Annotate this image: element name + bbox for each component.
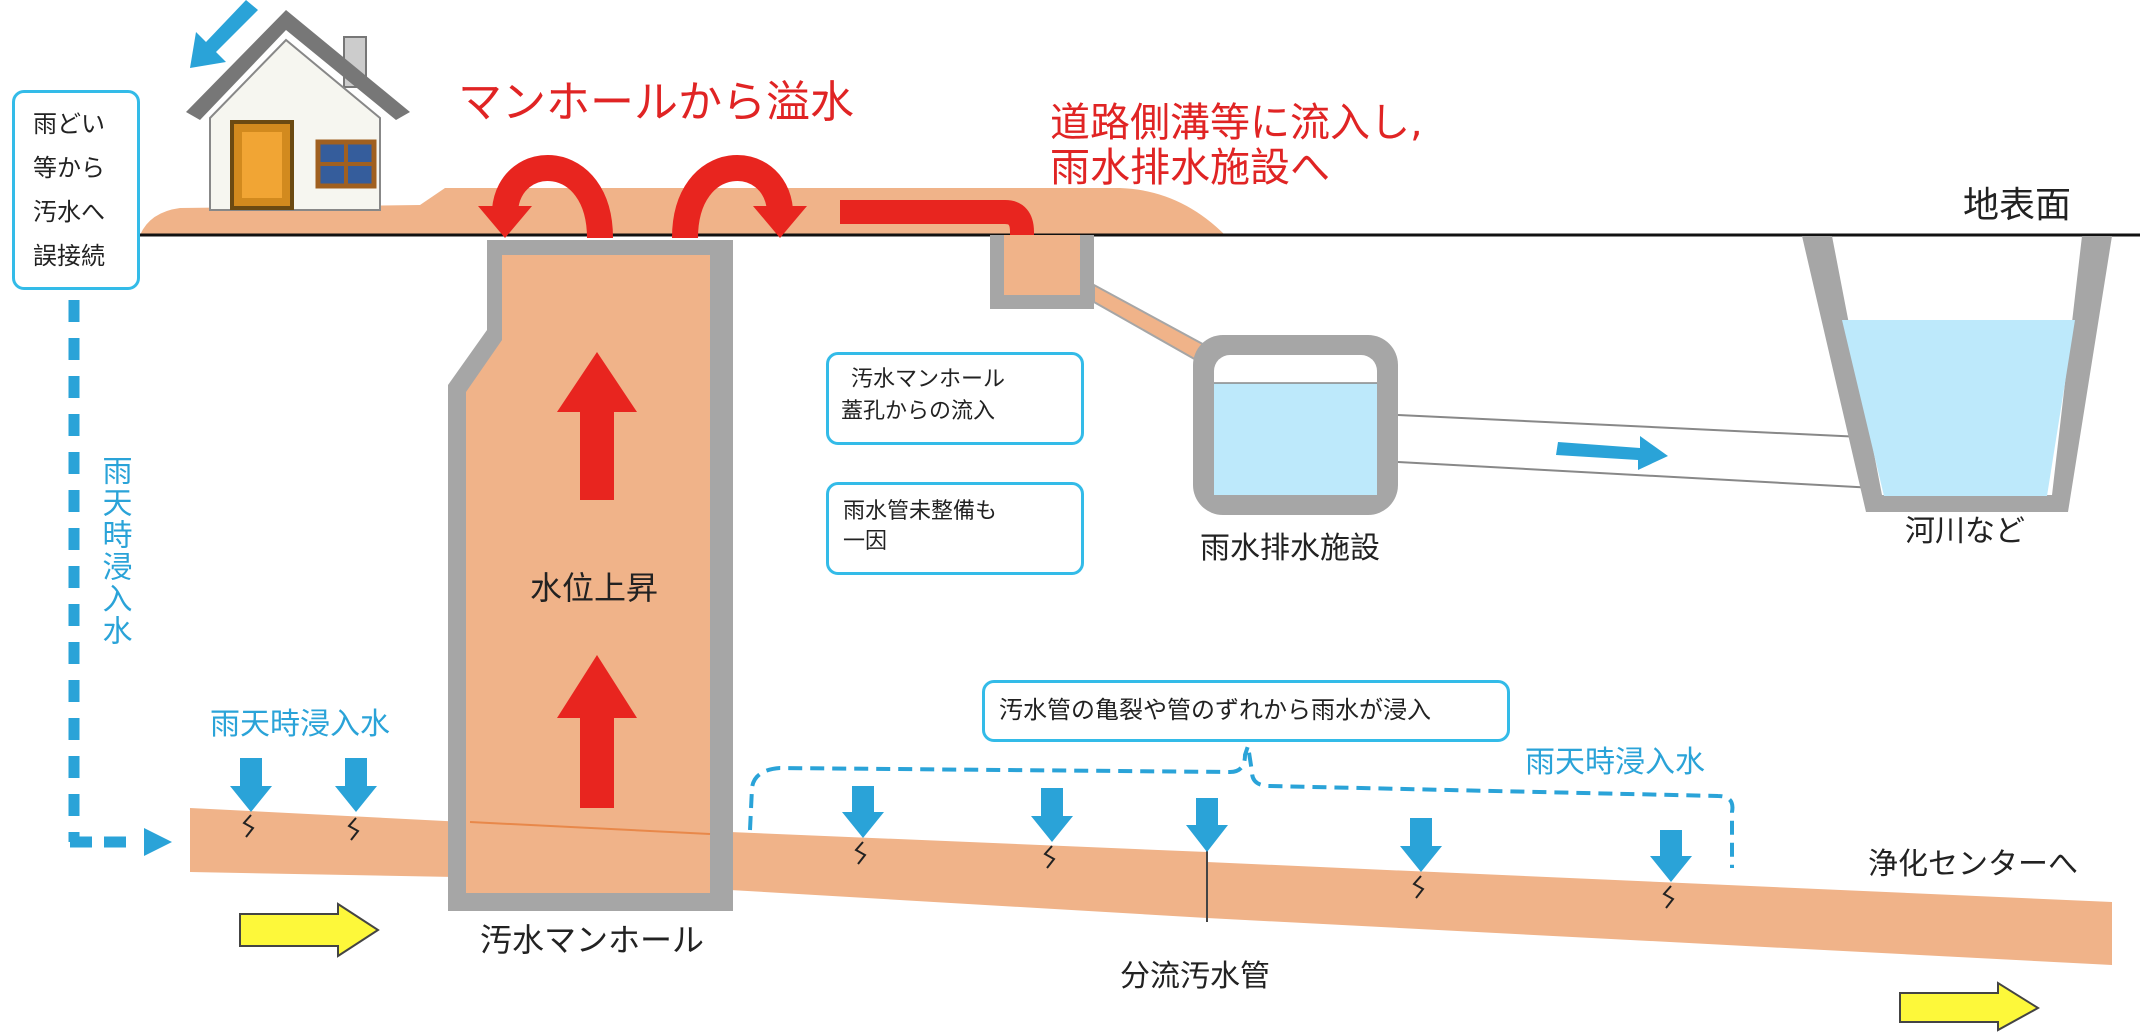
infiltration-arrow-icon — [335, 758, 377, 812]
separate-sewer-label: 分流汚水管 — [1120, 959, 1270, 994]
to-treatment-center-label: 浄化センターへ — [1868, 847, 2078, 882]
infiltration-arrow-icon — [1650, 830, 1692, 882]
infiltration-arrow-icon — [1186, 798, 1228, 852]
ditch-pipe — [1093, 283, 1212, 367]
up-arrow-icon — [557, 655, 637, 808]
river-channel — [1802, 236, 2112, 512]
lid-inflow-line1: 汚水マンホール — [851, 367, 1006, 392]
downspout-callout: 雨どい 等から 汚水へ 誤接続 — [12, 90, 140, 290]
discharge-flow-arrow-icon — [1556, 436, 1668, 470]
storm-pipe-line1: 雨水管未整備も — [843, 499, 998, 524]
up-arrow-icon — [557, 352, 637, 500]
flow-arrow-icon — [239, 902, 380, 958]
infiltration-arrows — [230, 758, 1692, 882]
discharge-pipe-top — [1397, 414, 1863, 438]
storm-pipe-line2: 一因 — [843, 529, 888, 554]
infiltration-arrow-icon — [230, 758, 272, 812]
road-inflow-arrow-icon — [840, 200, 1034, 246]
infiltration-arrow-icon — [1400, 818, 1442, 872]
crack-bracket — [748, 745, 1735, 868]
road-ditch-label-line2: 雨水排水施設へ — [1050, 145, 1330, 191]
flow-arrow-icon — [1899, 981, 2040, 1032]
overflow-arrowhead — [753, 206, 807, 238]
ground-surface-label: 地表面 — [1963, 185, 2072, 226]
river-label: 河川など — [1905, 514, 2025, 549]
storm-pipe-callout: 雨水管未整備も 一因 — [826, 482, 1084, 575]
overflow-arrow-icon — [492, 155, 613, 239]
stormwater-facility-label: 雨水排水施設 — [1200, 531, 1380, 566]
road-ditch-label-line1: 道路側溝等に流入し, — [1050, 100, 1423, 146]
house-icon — [186, 10, 410, 211]
pipe-cracks — [242, 814, 1675, 909]
sewer-pipe-middle — [730, 832, 1207, 918]
infiltration-arrow-icon — [1031, 788, 1073, 842]
sewer-pipe-right — [1207, 862, 2112, 965]
crack-callout-text: 汚水管の亀裂や管のずれから雨水が浸入 — [999, 696, 1431, 724]
downspout-line: 汚水へ — [33, 198, 105, 226]
lid-inflow-line2: 蓋孔からの流入 — [841, 399, 996, 424]
downspout-line: 等から — [33, 154, 105, 182]
discharge-pipe-bottom — [1397, 461, 1876, 489]
rain-infiltration-vertical-label: 雨天時浸入水 — [96, 455, 132, 647]
downspout-line: 誤接続 — [33, 242, 105, 270]
crack-callout: 汚水管の亀裂や管のずれから雨水が浸入 — [982, 680, 1510, 742]
rain-infiltration-left-label: 雨天時浸入水 — [210, 707, 390, 742]
water-level-rise-label: 水位上昇 — [530, 569, 659, 607]
downspout-line: 雨どい — [33, 110, 105, 138]
overflow-arrowhead — [478, 206, 532, 238]
manhole-overflow-label: マンホールから溢水 — [458, 77, 854, 128]
manhole-interior — [466, 255, 710, 893]
lid-inflow-callout: 汚水マンホール 蓋孔からの流入 — [826, 352, 1084, 445]
rain-arrow-icon — [190, 0, 258, 68]
manhole-pipe-line — [469, 821, 711, 835]
infiltration-arrow-icon — [842, 786, 884, 838]
sewage-manhole-label: 汚水マンホール — [480, 921, 705, 959]
rain-infiltration-right-label: 雨天時浸入水 — [1525, 745, 1705, 780]
overflow-arrow-icon — [672, 155, 793, 239]
river-water — [1842, 320, 2075, 496]
downspout-arrowhead — [144, 828, 172, 856]
